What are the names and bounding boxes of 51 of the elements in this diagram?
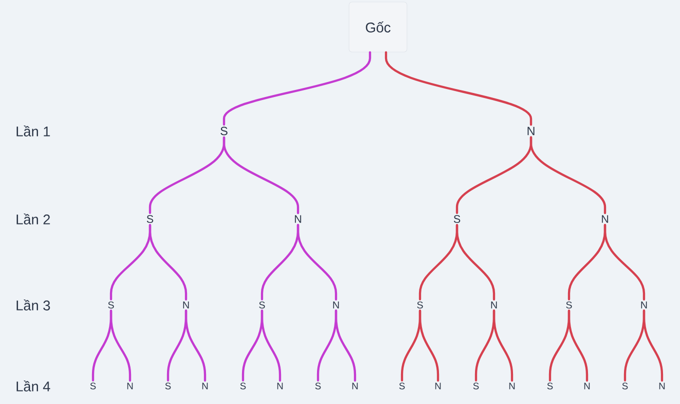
outcome-label: N <box>528 126 534 136</box>
branch-line <box>418 310 440 382</box>
level-label: Lần 4 <box>16 380 50 392</box>
outcome-label: S <box>454 215 460 223</box>
outcome-label: N <box>491 302 497 308</box>
branch-line <box>148 224 188 300</box>
outcome-label: S <box>90 382 96 390</box>
branch-line <box>530 136 606 214</box>
outcome-label: N <box>294 215 302 223</box>
level-label: Lần 3 <box>16 300 50 310</box>
branch-line <box>184 310 206 382</box>
outcome-label: N <box>584 382 590 390</box>
branch-line <box>110 310 132 382</box>
outcome-label: N <box>352 382 358 390</box>
outcome-label: N <box>435 382 441 390</box>
branch-line <box>568 310 588 382</box>
outcome-label: S <box>240 382 246 390</box>
branch-line <box>492 310 514 382</box>
outcome-label: N <box>277 382 283 390</box>
outcome-label: S <box>315 382 321 390</box>
root-box: Gốc <box>348 2 408 52</box>
outcome-label: S <box>566 301 572 309</box>
branch-line <box>222 51 372 126</box>
branch-line <box>260 310 282 382</box>
outcome-label: S <box>259 301 265 309</box>
branch-line <box>296 224 338 300</box>
branch-line <box>604 224 646 300</box>
outcome-label: N <box>641 302 647 308</box>
level-label: Lần 2 <box>16 214 50 224</box>
outcome-label: N <box>183 302 189 308</box>
outcome-label: S <box>399 382 405 390</box>
outcome-label: N <box>333 302 339 308</box>
outcome-label: N <box>659 382 665 390</box>
outcome-label: S <box>220 126 228 136</box>
branch-line <box>456 224 496 300</box>
outcome-label: S <box>108 301 114 309</box>
outcome-label: N <box>127 382 133 390</box>
outcome-label: N <box>509 382 515 390</box>
outcome-label: S <box>417 301 423 309</box>
outcome-label: N <box>202 382 208 390</box>
outcome-label: S <box>622 382 628 390</box>
branch-line <box>222 136 300 214</box>
outcome-label: S <box>547 382 553 390</box>
level-label: Lần 1 <box>16 126 50 136</box>
outcome-label: S <box>146 215 154 223</box>
outcome-label: S <box>165 382 171 390</box>
outcome-label: S <box>473 382 479 390</box>
branch-line <box>384 51 532 126</box>
branch-line <box>642 310 664 382</box>
branch-line <box>334 310 356 382</box>
outcome-label: N <box>602 215 608 223</box>
